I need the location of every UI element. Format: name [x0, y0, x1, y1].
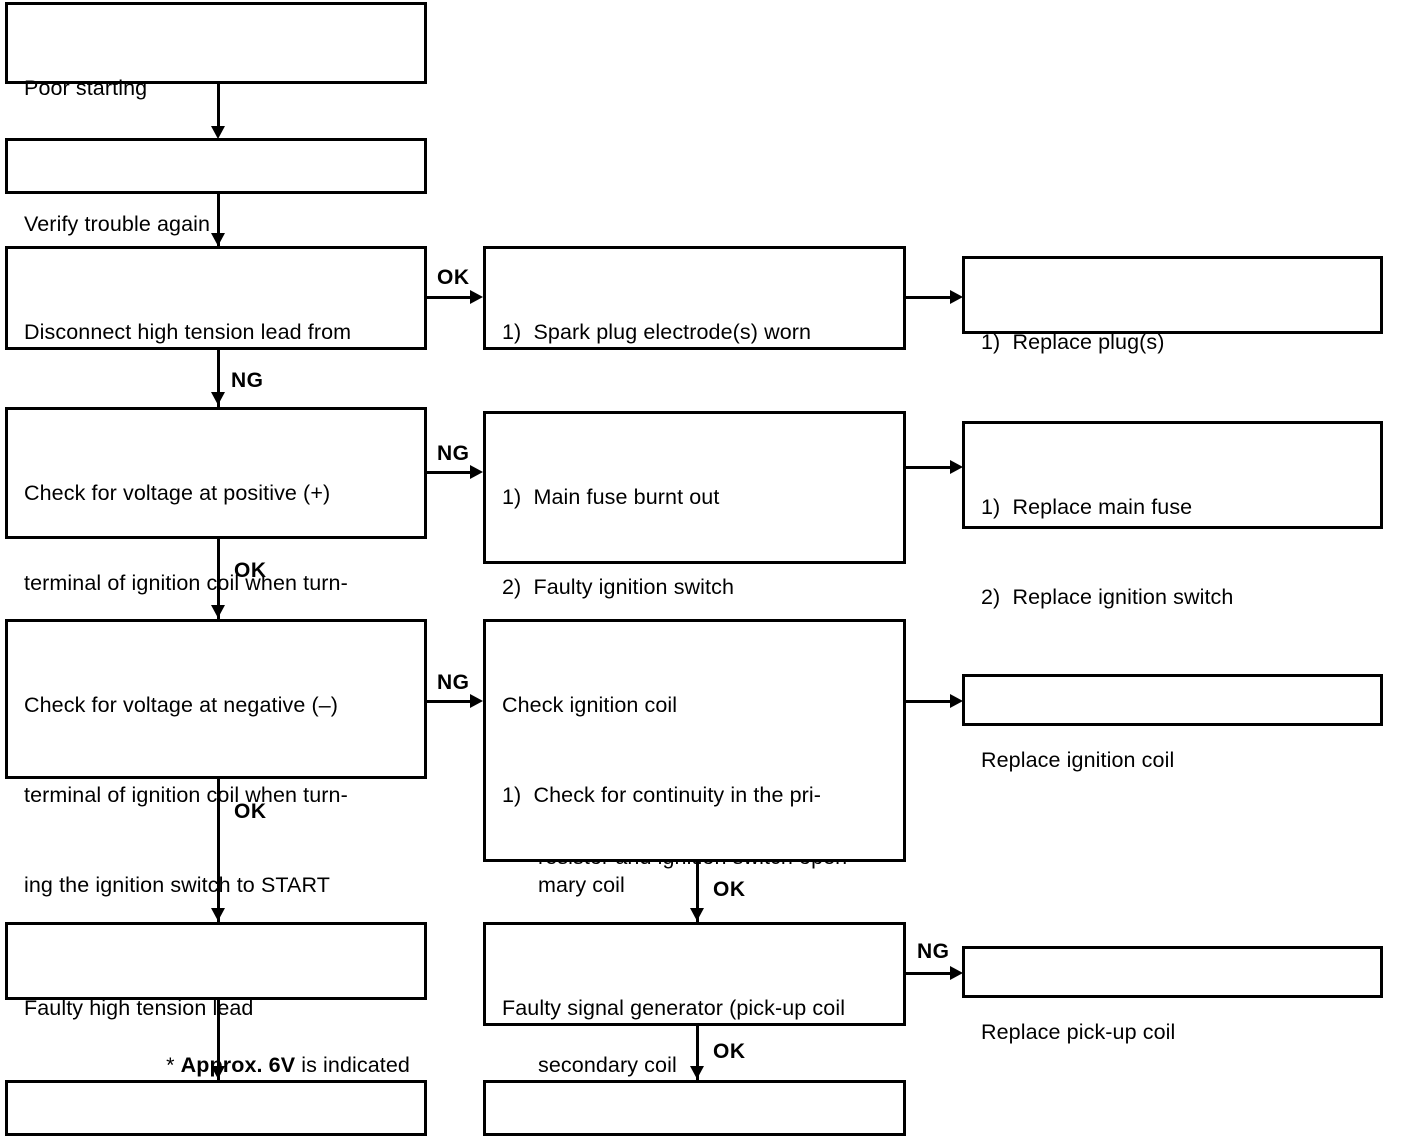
- check-negative-line2: terminal of ignition coil when turn-: [24, 783, 348, 807]
- positive-causes-item1: 1) Main fuse burnt out: [502, 485, 720, 509]
- node-check-negative: Check for voltage at negative (–) termin…: [5, 619, 427, 1077]
- connector-positive-ok: [217, 539, 220, 619]
- node-faulty-signal-generator: Faulty signal generator (pick-up coil an…: [483, 922, 906, 1110]
- spark-plug-causes-item1: 1) Spark plug electrode(s) worn: [502, 320, 812, 344]
- connector-negative-ng: [427, 700, 473, 703]
- check-ignition-coil-item1: 1) Check for continuity in the pri-: [502, 783, 822, 807]
- edge-label-ng-positive: NG: [437, 442, 470, 465]
- node-replace-pickup-coil: Replace pick-up coil: [962, 946, 1383, 1044]
- connector-coil-to-replace-coil: [906, 700, 954, 703]
- connector-signal-ok: [696, 1026, 699, 1080]
- edge-label-ng-signal: NG: [917, 940, 950, 963]
- connector-faulty-to-replace: [217, 1000, 220, 1080]
- positive-remedies-item1: 1) Replace main fuse: [981, 495, 1193, 519]
- arrowhead-causes-to-remedies-1: [950, 290, 963, 304]
- node-plug-remedies: 1) Replace plug(s) 2) Clean plug(s): [962, 256, 1383, 444]
- replace-ignition-coil-line1: Replace ignition coil: [981, 748, 1175, 772]
- check-negative-line3: ing the ignition switch to START: [24, 873, 330, 897]
- connector-poor-to-verify: [217, 84, 220, 131]
- positive-remedies-item2: 2) Replace ignition switch: [981, 585, 1234, 609]
- node-replace-text: Replace: [24, 1091, 414, 1138]
- arrowhead-poor-to-verify: [211, 126, 225, 139]
- disconnect-lead-line1: Disconnect high tension lead from: [24, 320, 352, 344]
- edge-label-ng-negative: NG: [437, 671, 470, 694]
- edge-label-ng-spark: NG: [231, 369, 264, 392]
- replace-pickup-coil-line1: Replace pick-up coil: [981, 1020, 1176, 1044]
- node-poor-starting: Poor starting Engine is difficult to sta…: [5, 2, 427, 190]
- node-check-positive: Check for voltage at positive (+) termin…: [5, 407, 427, 775]
- check-ignition-coil-item1b: mary coil: [538, 873, 625, 897]
- check-negative-note-bold: Approx. 6V: [180, 1053, 296, 1077]
- check-negative-line1: Check for voltage at negative (–): [24, 693, 339, 717]
- arrowhead-causes-to-remedies-2: [950, 460, 963, 474]
- connector-negative-ok: [217, 779, 220, 922]
- node-check-ignition-coil: Check ignition coil 1) Check for continu…: [483, 619, 906, 1077]
- arrowhead-signal-ok: [690, 1066, 704, 1079]
- positive-causes-item2: 2) Faulty ignition switch: [502, 575, 735, 599]
- check-ignition-coil-header: Check ignition coil: [502, 693, 678, 717]
- arrowhead-positive-ng: [470, 465, 483, 479]
- arrowhead-faulty-to-replace: [211, 1066, 225, 1079]
- edge-label-ok-signal: OK: [713, 1040, 746, 1063]
- edge-label-ok-spark: OK: [437, 266, 470, 289]
- connector-disconnect-ok: [427, 296, 473, 299]
- plug-remedies-item1: 1) Replace plug(s): [981, 330, 1165, 354]
- arrowhead-disconnect-ng: [211, 392, 225, 405]
- poor-starting-line1: Poor starting: [24, 76, 148, 100]
- node-replace: Replace: [5, 1080, 427, 1136]
- arrowhead-negative-ng: [470, 694, 483, 708]
- check-negative-note-star: *: [166, 1053, 175, 1077]
- arrowhead-verify-to-disconnect: [211, 233, 225, 246]
- check-ignition-coil-item2b: secondary coil: [538, 1053, 677, 1077]
- node-verify-trouble: Verify trouble again: [5, 138, 427, 236]
- edge-label-ok-negative: OK: [234, 800, 267, 823]
- arrowhead-coil-ok: [690, 908, 704, 921]
- node-disconnect-lead: Disconnect high tension lead from spark …: [5, 246, 427, 524]
- check-negative-note: * Approx. 6V is indicated: [24, 1050, 414, 1080]
- edge-label-ok-coil: OK: [713, 878, 746, 901]
- node-faulty-high-tension: Faulty high tension lead Faulty rotor, e…: [5, 922, 427, 1110]
- connector-causes-to-remedies-2: [906, 466, 954, 469]
- connector-verify-to-disconnect: [217, 194, 220, 246]
- connector-causes-to-remedies-1: [906, 296, 954, 299]
- node-replace-igniter: Replace igniter (control module): [483, 1080, 906, 1136]
- node-spark-plug-causes: 1) Spark plug electrode(s) worn 2) Spark…: [483, 246, 906, 524]
- node-positive-remedies: 1) Replace main fuse 2) Replace ignition…: [962, 421, 1383, 699]
- connector-disconnect-ng: [217, 350, 220, 407]
- connector-signal-ng: [906, 972, 954, 975]
- arrowhead-positive-ok: [211, 605, 225, 618]
- connector-coil-ok: [696, 862, 699, 922]
- connector-positive-ng: [427, 471, 473, 474]
- arrowhead-disconnect-ok: [470, 290, 483, 304]
- node-replace-ignition-coil-text: Replace ignition coil: [981, 685, 1370, 835]
- verify-trouble-line1: Verify trouble again: [24, 212, 211, 236]
- arrowhead-signal-ng: [950, 966, 963, 980]
- node-positive-causes: 1) Main fuse burnt out 2) Faulty ignitio…: [483, 411, 906, 869]
- arrowhead-negative-ok: [211, 908, 225, 921]
- edge-label-ok-positive: OK: [234, 559, 267, 582]
- node-replace-igniter-text: Replace igniter (control module): [502, 1091, 893, 1138]
- check-positive-line2: terminal of ignition coil when turn-: [24, 571, 348, 595]
- faulty-signal-generator-line1: Faulty signal generator (pick-up coil: [502, 996, 846, 1020]
- check-negative-note-rest: is indicated: [295, 1053, 410, 1077]
- node-replace-pickup-coil-text: Replace pick-up coil: [981, 957, 1370, 1107]
- check-positive-line1: Check for voltage at positive (+): [24, 481, 331, 505]
- arrowhead-coil-to-replace-coil: [950, 694, 963, 708]
- node-verify-trouble-text: Verify trouble again: [24, 149, 414, 299]
- node-replace-ignition-coil: Replace ignition coil: [962, 674, 1383, 772]
